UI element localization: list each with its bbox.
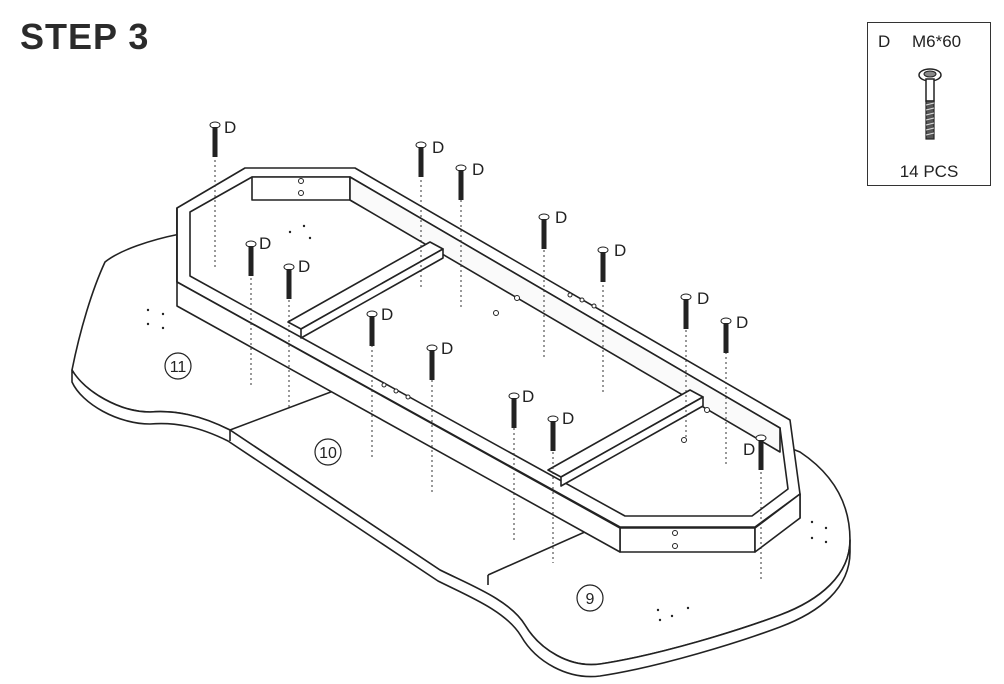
- bolt: [508, 392, 520, 428]
- bolt-label: D: [472, 160, 484, 179]
- step-title: STEP 3: [20, 16, 150, 57]
- bolt-label: D: [298, 257, 310, 276]
- bolt-label: D: [441, 339, 453, 358]
- bolt-label: D: [743, 440, 755, 459]
- part-spec: M6*60: [912, 32, 962, 51]
- bolt-label: D: [224, 118, 236, 137]
- panel-numbers: [164, 352, 604, 612]
- bolt-label: D: [259, 234, 271, 253]
- cross-beams: [287, 241, 704, 487]
- bolts: [209, 121, 767, 470]
- bolt-labels: D D D D D D D D D D D D D D: [224, 118, 755, 459]
- bolt: [597, 246, 609, 282]
- bolt: [755, 434, 767, 470]
- panel-10-label: 10: [319, 445, 337, 462]
- bolt: [455, 164, 467, 200]
- bolt-label: D: [614, 241, 626, 260]
- part-letter: D: [878, 32, 891, 51]
- bolt: [720, 317, 732, 353]
- bolt: [547, 415, 559, 451]
- bolt-icon: [918, 68, 942, 140]
- bolt-label: D: [697, 289, 709, 308]
- bolt: [245, 240, 257, 276]
- holes: [298, 178, 710, 549]
- part-quantity: 14 PCS: [899, 162, 959, 181]
- bolt: [366, 310, 378, 346]
- bolt: [680, 293, 692, 329]
- panel-11-badge: [164, 352, 192, 380]
- bolt: [283, 263, 295, 299]
- panel-9-badge: [576, 584, 604, 612]
- bolt: [209, 121, 221, 157]
- panel-10-badge: [314, 438, 342, 466]
- bolt-label: D: [432, 138, 444, 157]
- bolt-label: D: [562, 409, 574, 428]
- bolt: [426, 344, 438, 380]
- panel-11-label: 11: [170, 359, 187, 376]
- parts-legend-box: D M6*60 14 PCS: [867, 22, 991, 186]
- guide-lines: [214, 160, 762, 582]
- bolt: [538, 213, 550, 249]
- bolt: [415, 141, 427, 177]
- panel-9-label: 9: [586, 591, 595, 608]
- pilot-dots: [146, 224, 828, 622]
- bolt-label: D: [555, 208, 567, 227]
- bolt-label: D: [522, 387, 534, 406]
- bolt-label: D: [736, 313, 748, 332]
- bolt-label: D: [381, 305, 393, 324]
